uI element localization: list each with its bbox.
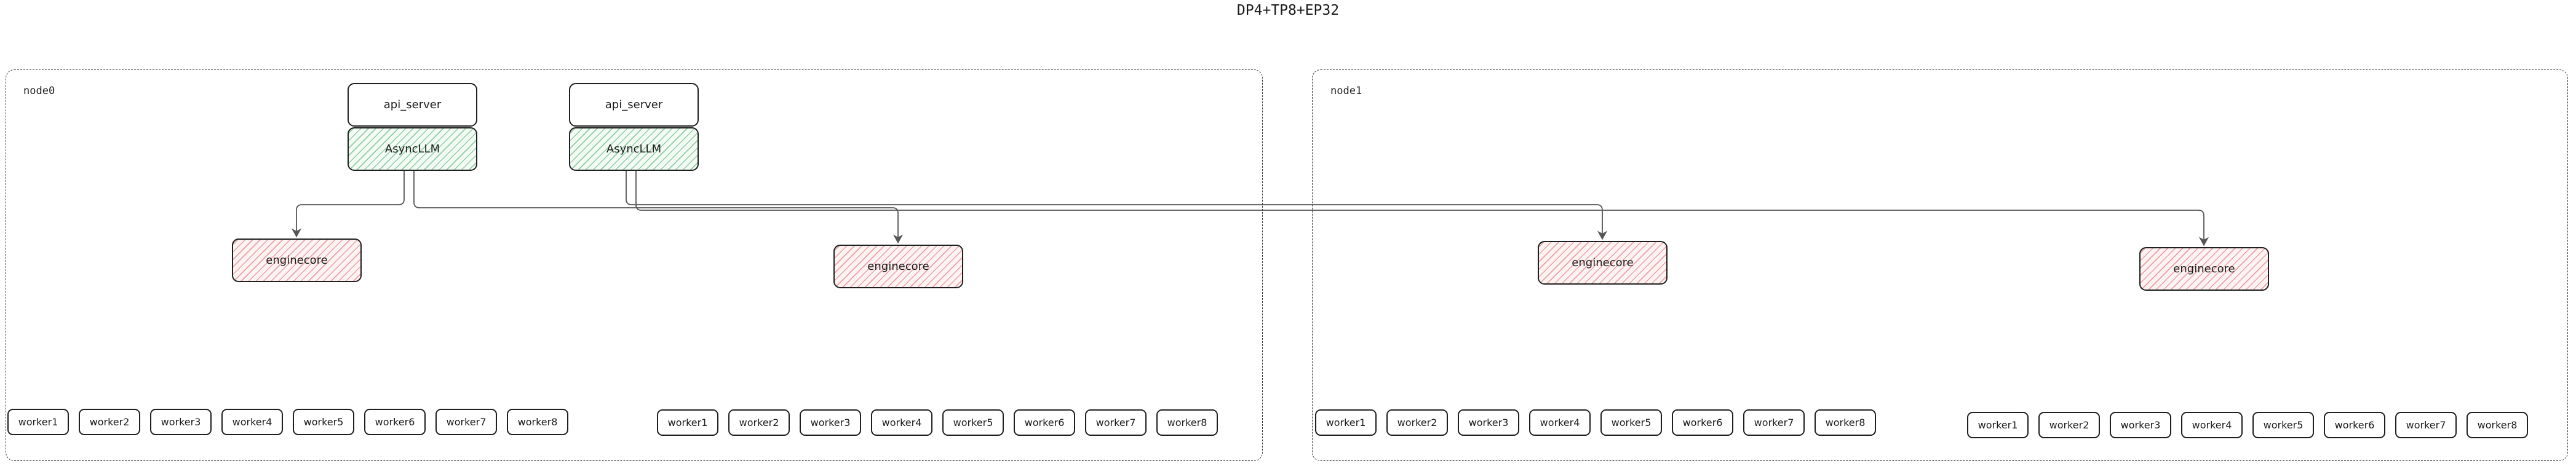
worker-box[interactable]: worker7 xyxy=(1743,409,1805,436)
worker-box[interactable]: worker3 xyxy=(150,409,212,435)
worker-label: worker7 xyxy=(1095,417,1136,428)
node-api_server_1[interactable]: api_server xyxy=(569,83,699,127)
worker-label: worker1 xyxy=(667,417,708,428)
worker-label: worker7 xyxy=(2406,419,2446,431)
node-enginecore_2[interactable]: enginecore xyxy=(1538,241,1668,285)
worker-label: worker1 xyxy=(1978,419,2018,431)
worker-label: worker3 xyxy=(810,417,851,428)
worker-label: worker2 xyxy=(89,416,130,428)
worker-label: worker6 xyxy=(2334,419,2375,431)
worker-box[interactable]: worker5 xyxy=(1600,409,1662,436)
worker-label: worker7 xyxy=(1754,417,1794,428)
worker-box[interactable]: worker3 xyxy=(1458,409,1519,436)
worker-box[interactable]: worker8 xyxy=(1156,409,1218,436)
worker-label: worker8 xyxy=(1825,417,1866,428)
worker-box[interactable]: worker5 xyxy=(2252,412,2314,438)
worker-box[interactable]: worker6 xyxy=(1672,409,1733,436)
node-label: api_server xyxy=(383,98,442,111)
node-label: enginecore xyxy=(2173,262,2235,275)
worker-box[interactable]: worker7 xyxy=(435,409,497,435)
worker-box[interactable]: worker6 xyxy=(364,409,426,435)
node-api_server_0[interactable]: api_server xyxy=(348,83,477,127)
worker-label: worker2 xyxy=(2049,419,2089,431)
node-asyncllm_0[interactable]: AsyncLLM xyxy=(348,127,477,171)
worker-box[interactable]: worker2 xyxy=(728,409,790,436)
worker-label: worker6 xyxy=(1024,417,1065,428)
worker-box[interactable]: worker8 xyxy=(507,409,568,435)
worker-label: worker5 xyxy=(2263,419,2304,431)
worker-label: worker6 xyxy=(375,416,415,428)
node-label: AsyncLLM xyxy=(384,143,440,156)
worker-label: worker2 xyxy=(739,417,779,428)
worker-box[interactable]: worker4 xyxy=(221,409,283,435)
cluster-label-node1: node1 xyxy=(1330,85,1362,97)
cluster-node1 xyxy=(1312,69,2568,461)
worker-label: worker8 xyxy=(1167,417,1207,428)
worker-label: worker5 xyxy=(1611,417,1652,428)
worker-box[interactable]: worker1 xyxy=(1967,412,2029,438)
cluster-node0 xyxy=(6,69,1263,461)
worker-box[interactable]: worker2 xyxy=(1386,409,1448,436)
worker-box[interactable]: worker2 xyxy=(2038,412,2100,438)
worker-box[interactable]: worker1 xyxy=(1315,409,1377,436)
worker-box[interactable]: worker5 xyxy=(293,409,354,435)
worker-box[interactable]: worker1 xyxy=(7,409,69,435)
worker-label: worker1 xyxy=(18,416,58,428)
worker-box[interactable]: worker8 xyxy=(2467,412,2528,438)
worker-box[interactable]: worker4 xyxy=(1529,409,1591,436)
worker-box[interactable]: worker2 xyxy=(79,409,140,435)
worker-box[interactable]: worker3 xyxy=(2110,412,2171,438)
worker-label: worker2 xyxy=(1397,417,1437,428)
worker-label: worker6 xyxy=(1682,417,1723,428)
worker-box[interactable]: worker7 xyxy=(1085,409,1147,436)
node-enginecore_0[interactable]: enginecore xyxy=(232,238,362,282)
node-enginecore_3[interactable]: enginecore xyxy=(2139,247,2269,291)
node-label: AsyncLLM xyxy=(606,143,662,156)
worker-label: worker3 xyxy=(2120,419,2161,431)
worker-label: worker5 xyxy=(303,416,344,428)
page-title: DP4+TP8+EP32 xyxy=(1236,2,1340,18)
worker-label: worker3 xyxy=(161,416,201,428)
worker-box[interactable]: worker4 xyxy=(2181,412,2243,438)
node-label: api_server xyxy=(605,98,663,111)
worker-box[interactable]: worker1 xyxy=(657,409,718,436)
worker-label: worker4 xyxy=(1540,417,1580,428)
worker-box[interactable]: worker8 xyxy=(1815,409,1876,436)
worker-label: worker8 xyxy=(517,416,558,428)
worker-box[interactable]: worker4 xyxy=(871,409,932,436)
node-label: enginecore xyxy=(867,260,929,273)
cluster-label-node0: node0 xyxy=(23,85,55,97)
worker-label: worker1 xyxy=(1326,417,1366,428)
node-asyncllm_1[interactable]: AsyncLLM xyxy=(569,127,699,171)
worker-label: worker7 xyxy=(446,416,487,428)
node-label: enginecore xyxy=(1572,256,1634,269)
worker-box[interactable]: worker6 xyxy=(1014,409,1075,436)
worker-label: worker3 xyxy=(1468,417,1509,428)
worker-label: worker4 xyxy=(881,417,922,428)
worker-label: worker8 xyxy=(2477,419,2518,431)
worker-label: worker4 xyxy=(2192,419,2232,431)
worker-box[interactable]: worker5 xyxy=(942,409,1004,436)
worker-label: worker4 xyxy=(232,416,272,428)
worker-label: worker5 xyxy=(953,417,993,428)
worker-box[interactable]: worker6 xyxy=(2324,412,2385,438)
node-enginecore_1[interactable]: enginecore xyxy=(833,245,963,288)
node-label: enginecore xyxy=(266,254,328,267)
worker-box[interactable]: worker7 xyxy=(2395,412,2457,438)
worker-box[interactable]: worker3 xyxy=(800,409,861,436)
